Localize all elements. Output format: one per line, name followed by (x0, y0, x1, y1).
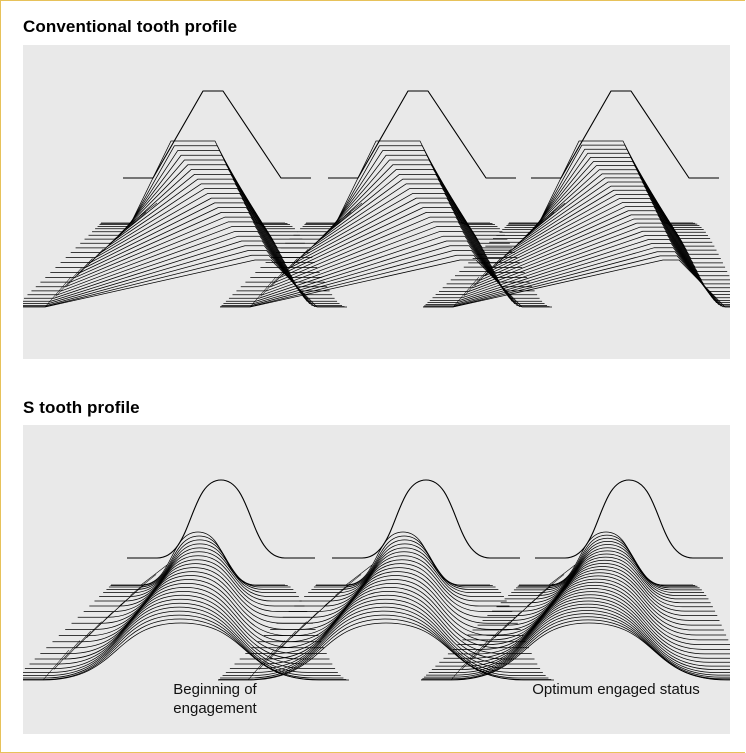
flexspline-tooth-stack-3 (423, 140, 730, 308)
circular-spline-outline-3 (535, 479, 723, 559)
circular-spline-outline-3 (531, 90, 719, 179)
s-profile-panel: Beginning of engagement Optimum engaged … (23, 425, 730, 734)
s-profile-title: S tooth profile (23, 398, 140, 417)
conventional-profile-title: Conventional tooth profile (23, 17, 238, 36)
s-flexspline-tooth-stack-3 (421, 531, 730, 681)
circular-spline-outline-2 (328, 90, 516, 179)
caption-beginning-of-engagement: Beginning of engagement (173, 681, 257, 717)
conventional-profile-panel (23, 45, 730, 359)
flexspline-tooth-stack-2 (220, 140, 552, 308)
s-flexspline-tooth-stack-2 (218, 531, 554, 681)
circular-spline-outline-2 (332, 479, 520, 559)
conventional-tooth-diagram (23, 90, 730, 308)
circular-spline-outline-1 (123, 90, 311, 179)
circular-spline-outline-1 (127, 479, 315, 559)
s-tooth-diagram (23, 479, 730, 681)
caption-optimum-engaged-status: Optimum engaged status (532, 681, 700, 698)
